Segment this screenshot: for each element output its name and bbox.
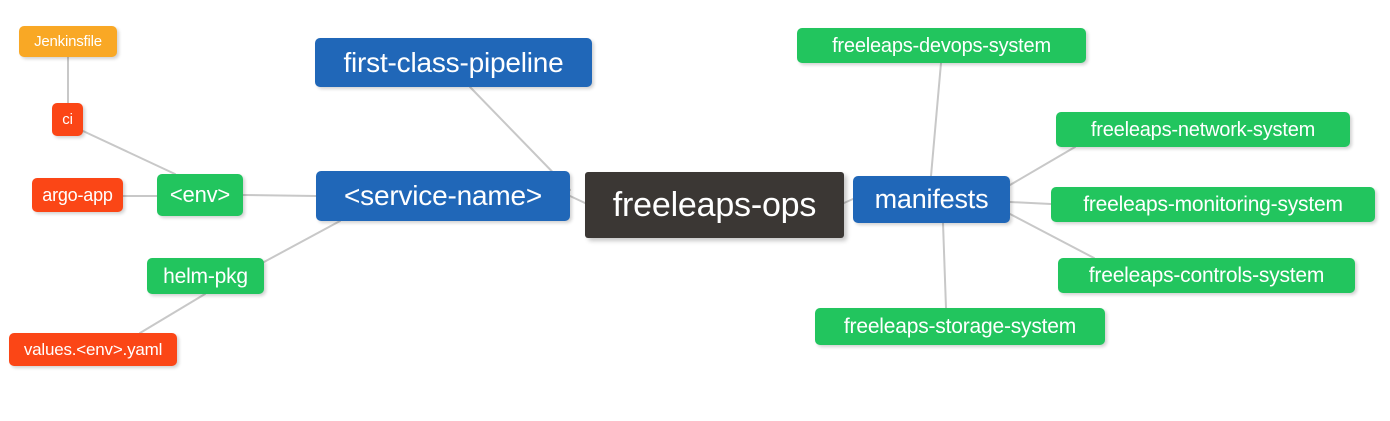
edge-freeleaps-ops-to-manifests (843, 198, 854, 204)
node-argo-app[interactable]: argo-app (32, 178, 123, 212)
edge-freeleaps-ops-to-service-name (569, 195, 586, 204)
edge-manifests-to-freeleaps-storage-system (942, 222, 947, 309)
node-jenkinsfile[interactable]: Jenkinsfile (19, 26, 117, 57)
node-values-yaml[interactable]: values.<env>.yaml (9, 333, 177, 366)
node-freeleaps-ops[interactable]: freeleaps-ops (585, 172, 844, 238)
edge-service-name-to-env (242, 194, 317, 197)
node-freeleaps-controls-system[interactable]: freeleaps-controls-system (1058, 258, 1355, 293)
edge-manifests-to-freeleaps-controls-system (1009, 213, 1095, 259)
node-service-name[interactable]: <service-name> (316, 171, 570, 221)
edge-service-name-to-helm-pkg (263, 220, 341, 263)
node-freeleaps-storage-system[interactable]: freeleaps-storage-system (815, 308, 1105, 345)
edge-manifests-to-freeleaps-monitoring-system (1009, 201, 1052, 205)
node-helm-pkg[interactable]: helm-pkg (147, 258, 264, 294)
edge-helm-pkg-to-values-yaml (139, 293, 206, 334)
edge-env-to-ci (82, 130, 176, 175)
node-freeleaps-devops-system[interactable]: freeleaps-devops-system (797, 28, 1086, 63)
edge-manifests-to-freeleaps-devops-system (930, 62, 942, 177)
node-manifests[interactable]: manifests (853, 176, 1010, 223)
edge-manifests-to-freeleaps-network-system (1009, 146, 1076, 186)
node-ci[interactable]: ci (52, 103, 83, 136)
node-freeleaps-monitoring-system[interactable]: freeleaps-monitoring-system (1051, 187, 1375, 222)
node-freeleaps-network-system[interactable]: freeleaps-network-system (1056, 112, 1350, 147)
node-env[interactable]: <env> (157, 174, 243, 216)
node-first-class-pipeline[interactable]: first-class-pipeline (315, 38, 592, 87)
